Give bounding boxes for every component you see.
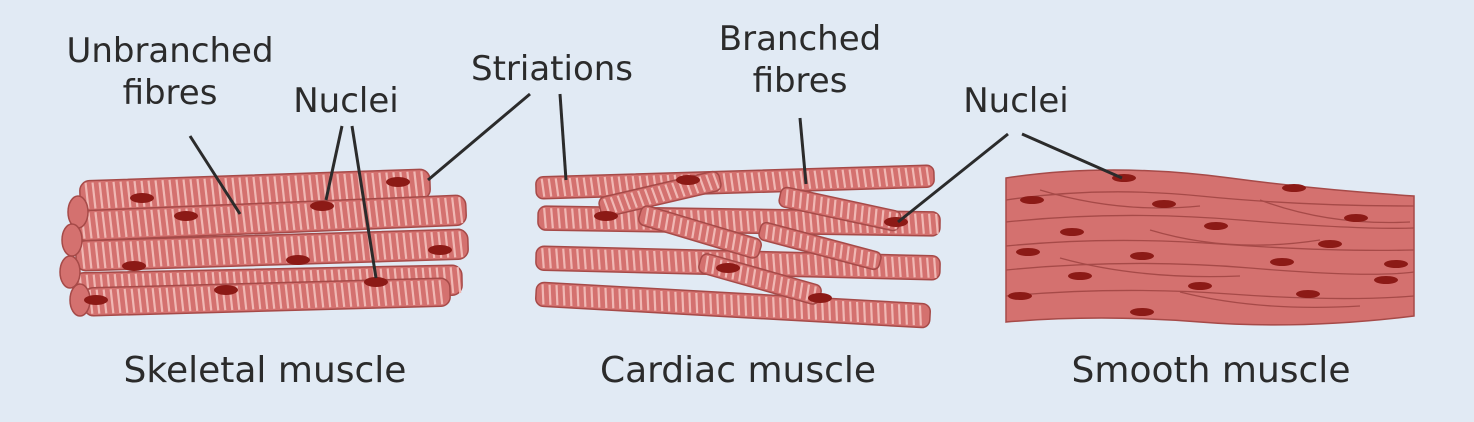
smooth-nuclei [1008, 174, 1408, 316]
cardiac-branch [778, 186, 902, 232]
skeletal-fibre-end [67, 195, 89, 229]
label-unbranched-fibres: Unbranched fibres [66, 30, 273, 114]
label-branched-line2: fibres [752, 61, 848, 101]
smooth-cell-boundary [1006, 289, 1414, 300]
cardiac-branch [638, 205, 762, 259]
smooth-cell-boundary [1059, 257, 1241, 278]
smooth-nucleus [1016, 248, 1040, 256]
skeletal-nucleus [286, 255, 310, 265]
smooth-nucleus [1060, 228, 1084, 236]
label-nuclei-skeletal: Nuclei [293, 81, 399, 121]
skeletal-fibres [59, 168, 469, 317]
label-unbranched-line1: Unbranched [66, 31, 274, 71]
smooth-nucleus [1318, 240, 1342, 248]
smooth-cell-boundary [1179, 291, 1361, 309]
skeletal-nucleus [122, 261, 146, 271]
smooth-nucleus [1152, 200, 1176, 208]
caption-skeletal-muscle: Skeletal muscle [123, 350, 407, 391]
cardiac-fibre [535, 164, 935, 200]
caption-cardiac-muscle: Cardiac muscle [599, 350, 877, 391]
leader-nuclei-smooth [1021, 132, 1123, 180]
smooth-nucleus [1130, 308, 1154, 316]
cardiac-muscle-illustration [535, 164, 941, 329]
smooth-nucleus [1344, 214, 1368, 222]
smooth-nucleus [1374, 276, 1398, 284]
leader-nuclei-skel-b [350, 125, 378, 279]
skeletal-nucleus [364, 277, 388, 287]
cardiac-nucleus [716, 263, 740, 273]
smooth-nucleus [1130, 252, 1154, 260]
cardiac-nucleus [594, 211, 618, 221]
smooth-cell-boundary [1149, 229, 1321, 246]
smooth-cell-boundary [1259, 199, 1411, 224]
skeletal-fibre-end [61, 223, 83, 257]
smooth-nucleus [1384, 260, 1408, 268]
skeletal-nuclei [84, 177, 452, 305]
skeletal-nucleus [428, 245, 452, 255]
smooth-muscle-sheet [1005, 169, 1415, 326]
skeletal-nucleus [310, 201, 334, 211]
smooth-cell-boundary [1039, 189, 1201, 209]
cardiac-fibre [535, 281, 931, 329]
smooth-cell-boundary [1006, 262, 1414, 275]
smooth-muscle-illustration [1005, 169, 1415, 326]
caption-smooth-muscle: Smooth muscle [1071, 350, 1351, 391]
leader-striations-a [427, 92, 531, 182]
leader-nuclei-skel-a [324, 125, 344, 201]
skeletal-fibre-end [59, 255, 81, 289]
skeletal-nucleus [214, 285, 238, 295]
label-branched-line1: Branched [718, 19, 882, 59]
label-unbranched-line2: fibres [122, 73, 218, 113]
skeletal-nucleus [386, 177, 410, 187]
smooth-nucleus [1282, 184, 1306, 192]
smooth-nucleus [1204, 222, 1228, 230]
cardiac-branch [758, 221, 882, 271]
skeletal-nucleus [174, 211, 198, 221]
cardiac-nucleus [676, 175, 700, 185]
cardiac-fibres [535, 164, 941, 329]
skeletal-nucleus [130, 193, 154, 203]
skeletal-fibre [75, 194, 467, 242]
leader-lines [188, 92, 1123, 279]
skeletal-muscle-illustration [59, 168, 469, 317]
smooth-nucleus [1296, 290, 1320, 298]
label-branched-fibres: Branched fibres [719, 18, 881, 102]
leader-nuclei-card [897, 132, 1009, 224]
leader-branched [798, 117, 808, 185]
smooth-cell-boundary [1006, 214, 1414, 229]
label-nuclei-cardiac-smooth: Nuclei [963, 81, 1069, 121]
smooth-nucleus [1188, 282, 1212, 290]
label-striations: Striations [470, 49, 634, 89]
smooth-nucleus [1068, 272, 1092, 280]
leader-striations-b [558, 93, 568, 181]
smooth-cell-boundaries [1006, 189, 1414, 309]
cardiac-nucleus [808, 293, 832, 303]
smooth-cell-boundary [1006, 191, 1414, 207]
leader-unbranched [188, 135, 242, 215]
skeletal-nucleus [84, 295, 108, 305]
smooth-nucleus [1008, 292, 1032, 300]
smooth-nucleus [1020, 196, 1044, 204]
smooth-nucleus [1270, 258, 1294, 266]
